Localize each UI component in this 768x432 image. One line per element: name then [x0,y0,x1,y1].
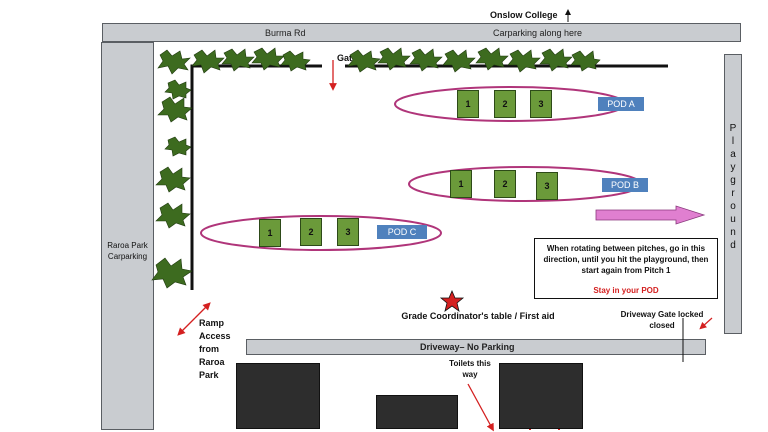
hedge-bush [157,49,191,75]
grade-coordinator-label: Grade Coordinator's table / First aid [401,311,555,321]
ramp-arrow-sw [177,317,196,336]
playground-letter: o [730,201,736,212]
playground-letter: g [730,175,736,186]
rotation-arrow [595,205,706,225]
building-middle [376,395,458,429]
pod-c-ellipse [200,215,442,251]
carparking-top-label: Carparking along here [493,28,583,38]
playground-letter: d [730,240,736,251]
pod-c-pitch-1: 1 [259,219,281,247]
ramp-label: Ramp Access from Raroa Park [199,318,231,380]
toilets-arrow [467,383,494,432]
raroa-carpark-label: Raroa Park Carparking [107,241,148,261]
playground-letter: r [731,188,735,199]
rotation-note: When rotating between pitches, go in thi… [534,238,718,299]
stay-in-pod-text: Stay in your POD [593,286,659,295]
playground-letter: P [729,123,737,134]
pod-c-pitch-3: 3 [337,218,359,246]
raroa-park-carparking [101,42,154,430]
playground-letter: n [730,227,736,238]
playground-letter: a [730,149,736,160]
pod-b-pitch-3: 3 [536,172,558,200]
hedge-bush [251,47,285,71]
pod-a-pitch-1: 1 [457,90,479,118]
pod-b-pitch-1: 1 [450,170,472,198]
fence-west [190,64,322,290]
building-right [499,363,583,429]
hedge-bush [221,48,255,72]
hedge-bush [151,257,193,289]
driveway: Driveway– No Parking [246,339,706,355]
pod-c-label: POD C [377,225,427,239]
hedge-bush [191,49,225,74]
hedge-bush [164,136,192,157]
hedge-bush [155,166,191,193]
hedge-bush [570,50,601,72]
hedge-bush [347,49,381,73]
driveway-gate-label: Driveway Gate locked closed [620,310,704,330]
hedge-bush [377,47,411,71]
hedge-bush [409,48,443,72]
pod-b-pitch-2: 2 [494,170,516,198]
driveway-gate-arrow [699,317,713,330]
pod-a-pitch-3: 3 [530,90,552,118]
hedge-group [151,47,601,289]
pod-a-pitch-2: 2 [494,90,516,118]
burma-road: Burma Rd Carparking along here [102,23,741,42]
playground-strip [724,54,742,334]
hedge-bush [164,79,192,100]
playground-letter: l [731,136,735,147]
gate-label: Gate [337,53,358,63]
hedge-bush [155,202,191,229]
hedge-bush [539,48,573,72]
hedge-bush [507,49,541,73]
pod-a-label: POD A [598,97,644,111]
rotation-note-text: When rotating between pitches, go in thi… [543,244,709,275]
hedge-bush [280,50,311,72]
playground-letter: y [730,162,736,173]
driveway-label: Driveway– No Parking [420,342,515,352]
hedge-bush [157,96,193,123]
ramp-arrow-ne [194,302,211,319]
playground-letter: u [730,214,736,225]
grade-coordinator-star [439,289,465,312]
onslow-college-label: Onslow College [490,10,558,20]
building-left [236,363,320,429]
pod-b-label: POD B [602,178,648,192]
burma-road-label: Burma Rd [265,28,306,38]
toilets-label: Toilets this way [449,359,491,379]
hedge-bush [442,49,476,73]
pod-c-pitch-2: 2 [300,218,322,246]
hedge-bush [475,47,509,71]
